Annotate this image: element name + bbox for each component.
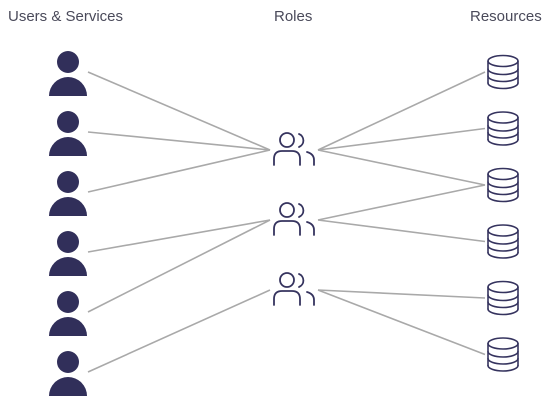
- group-icon: [273, 272, 315, 306]
- resources-column-title: Resources: [470, 8, 542, 25]
- person-icon: [49, 231, 87, 276]
- database-icon: [487, 111, 519, 146]
- user-role-link: [87, 219, 271, 253]
- database-icon: [487, 224, 519, 259]
- group-icon: [273, 202, 315, 236]
- role-resource-link: [317, 184, 486, 221]
- roles-column-title: Roles: [274, 8, 313, 25]
- group-icon: [273, 132, 315, 166]
- user-role-link: [87, 131, 271, 151]
- role-resource-link: [317, 71, 486, 151]
- role-resource-link: [317, 127, 486, 151]
- user-role-link: [87, 289, 271, 373]
- database-icon: [487, 280, 519, 316]
- user-role-link: [87, 149, 271, 193]
- role-resource-link: [317, 289, 486, 299]
- user-role-link: [87, 219, 271, 313]
- users-column-title: Users & Services: [8, 8, 124, 25]
- role-resource-link: [317, 149, 486, 186]
- database-icon: [487, 167, 519, 203]
- person-icon: [49, 51, 87, 96]
- database-icon: [487, 337, 519, 372]
- person-icon: [49, 291, 87, 336]
- role-resource-link: [317, 289, 486, 356]
- user-role-link: [87, 71, 271, 151]
- database-icon: [487, 54, 519, 90]
- connector-lines: [87, 71, 486, 373]
- person-icon: [49, 351, 87, 396]
- role-resource-link: [317, 219, 486, 243]
- person-icon: [49, 171, 87, 216]
- person-icon: [49, 111, 87, 156]
